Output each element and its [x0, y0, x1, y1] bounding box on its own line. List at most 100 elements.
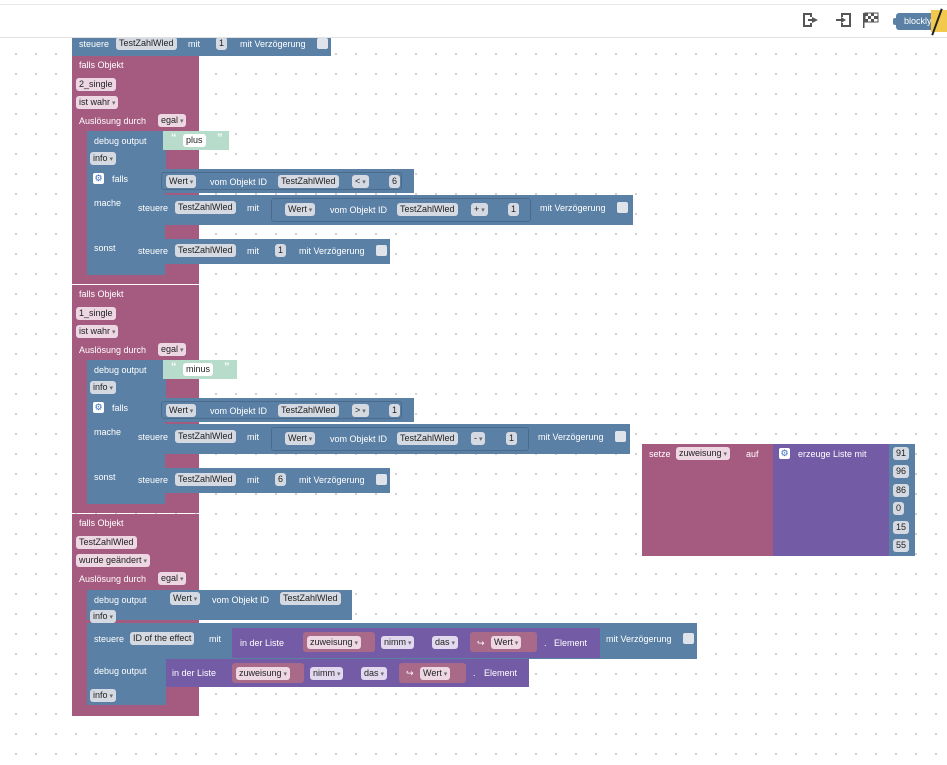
delay-checkbox[interactable] [376, 245, 387, 256]
num-field[interactable]: 1 [508, 203, 520, 216]
gear-icon[interactable]: ⚙ [93, 402, 104, 413]
delay-label: mit Verzögerung [606, 634, 672, 644]
wert-dropdown[interactable]: Wert [170, 592, 201, 605]
text-block-1[interactable]: “ plus ” [163, 131, 229, 150]
trigger-label: falls Objekt [79, 289, 124, 299]
op-dropdown[interactable]: < [352, 175, 369, 188]
list-value-2[interactable]: 96 [893, 465, 910, 478]
nimm-dropdown[interactable]: nimm [310, 667, 344, 680]
vom-label: vom Objekt ID [210, 177, 268, 187]
falls-label: falls [112, 174, 129, 184]
list-get-block-2[interactable]: in der Liste zuweisung nimm das ↪ Wert .… [166, 659, 529, 687]
delay-label: mit Verzögerung [538, 432, 604, 442]
assign-block[interactable]: setze zuweisung auf [642, 444, 775, 556]
op-dropdown[interactable]: - [471, 432, 486, 445]
flag-icon[interactable] [860, 10, 882, 30]
set-block-1a[interactable]: steuere TestZahlWled mit Wert vom Objekt… [131, 195, 633, 225]
wert-dropdown[interactable]: Wert [285, 432, 316, 445]
list-get-block-1[interactable]: in der Liste zuweisung nimm das ↪ Wert .… [232, 628, 600, 658]
op-dropdown[interactable]: > [352, 404, 369, 417]
wert-dropdown[interactable]: Wert [285, 203, 316, 216]
debug-block-1[interactable]: debug output info [87, 131, 166, 169]
nimm-dropdown[interactable]: nimm [381, 636, 415, 649]
text-field[interactable]: plus [183, 134, 206, 147]
delay-checkbox[interactable] [617, 202, 628, 213]
export-icon[interactable] [800, 10, 822, 30]
mit-label: mit [247, 203, 259, 213]
variable-dropdown[interactable]: zuweisung [676, 447, 730, 460]
id-field[interactable]: TestZahlWled [278, 404, 339, 417]
condition-dropdown[interactable]: ist wahr [76, 96, 119, 109]
level-dropdown[interactable]: info [90, 610, 116, 623]
list-value-5[interactable]: 15 [893, 521, 910, 534]
num-field[interactable]: 6 [389, 175, 401, 188]
object-field[interactable]: TestZahlWled [76, 536, 137, 549]
vom-label: vom Objekt ID [330, 434, 388, 444]
id-field[interactable]: TestZahlWled [397, 432, 458, 445]
delay-checkbox[interactable] [376, 474, 387, 485]
object-field[interactable]: 2_single [76, 78, 116, 91]
list-variable-dropdown[interactable]: zuweisung [307, 636, 361, 649]
debug-block-4[interactable]: debug output info [87, 659, 166, 705]
num-field[interactable]: 1 [389, 404, 401, 417]
by-dropdown[interactable]: egal [158, 343, 187, 356]
value-field[interactable]: 1 [216, 38, 228, 50]
by-dropdown[interactable]: egal [158, 572, 187, 585]
num-field[interactable]: 1 [506, 432, 518, 445]
target-field[interactable]: TestZahlWled [175, 430, 236, 443]
debug-block-2[interactable]: debug output info [87, 360, 166, 398]
das-dropdown[interactable]: das [361, 667, 387, 680]
delay-checkbox[interactable] [615, 431, 626, 442]
target-field[interactable]: TestZahlWled [175, 244, 236, 257]
level-dropdown[interactable]: info [90, 381, 116, 394]
debug-block-3[interactable]: debug output Wert vom Objekt ID TestZahl… [87, 590, 352, 623]
list-value-4[interactable]: 0 [893, 502, 905, 515]
das-dropdown[interactable]: das [432, 636, 458, 649]
import-icon[interactable] [832, 10, 854, 30]
level-dropdown[interactable]: info [90, 152, 116, 165]
wert-dropdown[interactable]: Wert [166, 175, 197, 188]
blockly-workspace[interactable]: steuere TestZahlWled mit 1 mit Verzögeru… [0, 38, 947, 765]
text-field[interactable]: minus [183, 363, 214, 376]
wert-dropdown[interactable]: Wert [166, 404, 197, 417]
object-field[interactable]: 1_single [76, 307, 116, 320]
set-block-2a[interactable]: steuere TestZahlWled mit Wert vom Objekt… [131, 424, 630, 454]
list-value-1[interactable]: 91 [893, 447, 910, 460]
op-dropdown[interactable]: + [471, 203, 488, 216]
id-field[interactable]: TestZahlWled [278, 175, 339, 188]
language-badge[interactable]: blockly [893, 13, 940, 30]
wert-dropdown[interactable]: Wert [491, 636, 522, 649]
list-value-3[interactable]: 86 [893, 484, 910, 497]
compare-block-1[interactable]: Wert vom Objekt ID TestZahlWled < 6 [151, 169, 414, 193]
value-field[interactable]: 6 [275, 473, 287, 486]
block-label: steuere [79, 39, 110, 49]
list-variable-dropdown[interactable]: zuweisung [236, 667, 290, 680]
set-block-1b[interactable]: steuere TestZahlWled mit 1 mit Verzögeru… [131, 239, 390, 264]
by-dropdown[interactable]: egal [158, 114, 187, 127]
return-icon: ↪ [477, 638, 485, 648]
create-list-block[interactable]: ⚙ erzeuge Liste mit [773, 444, 889, 556]
top-set-block[interactable]: steuere TestZahlWled mit 1 mit Verzögeru… [72, 38, 331, 56]
target-field[interactable]: TestZahlWled [116, 38, 177, 50]
mache-label: mache [94, 427, 122, 437]
gear-icon[interactable]: ⚙ [779, 448, 790, 459]
element-label: Element [554, 638, 588, 648]
list-value-6[interactable]: 55 [893, 539, 910, 552]
value-field[interactable]: 1 [275, 244, 287, 257]
text-block-2[interactable]: “ minus ” [163, 360, 237, 379]
set-block-2b[interactable]: steuere TestZahlWled mit 6 mit Verzögeru… [131, 468, 390, 493]
target-field[interactable]: ID of the effect [130, 632, 195, 645]
target-field[interactable]: TestZahlWled [175, 473, 236, 486]
vom-label: vom Objekt ID [330, 205, 388, 215]
condition-dropdown[interactable]: ist wahr [76, 325, 119, 338]
delay-checkbox[interactable] [317, 38, 328, 49]
target-field[interactable]: TestZahlWled [175, 201, 236, 214]
id-field[interactable]: TestZahlWled [280, 592, 341, 605]
delay-checkbox[interactable] [683, 633, 694, 644]
condition-dropdown[interactable]: wurde geändert [76, 554, 151, 567]
wert-dropdown[interactable]: Wert [420, 667, 451, 680]
level-dropdown[interactable]: info [90, 689, 116, 702]
id-field[interactable]: TestZahlWled [397, 203, 458, 216]
compare-block-2[interactable]: Wert vom Objekt ID TestZahlWled > 1 [151, 398, 414, 422]
gear-icon[interactable]: ⚙ [93, 173, 104, 184]
